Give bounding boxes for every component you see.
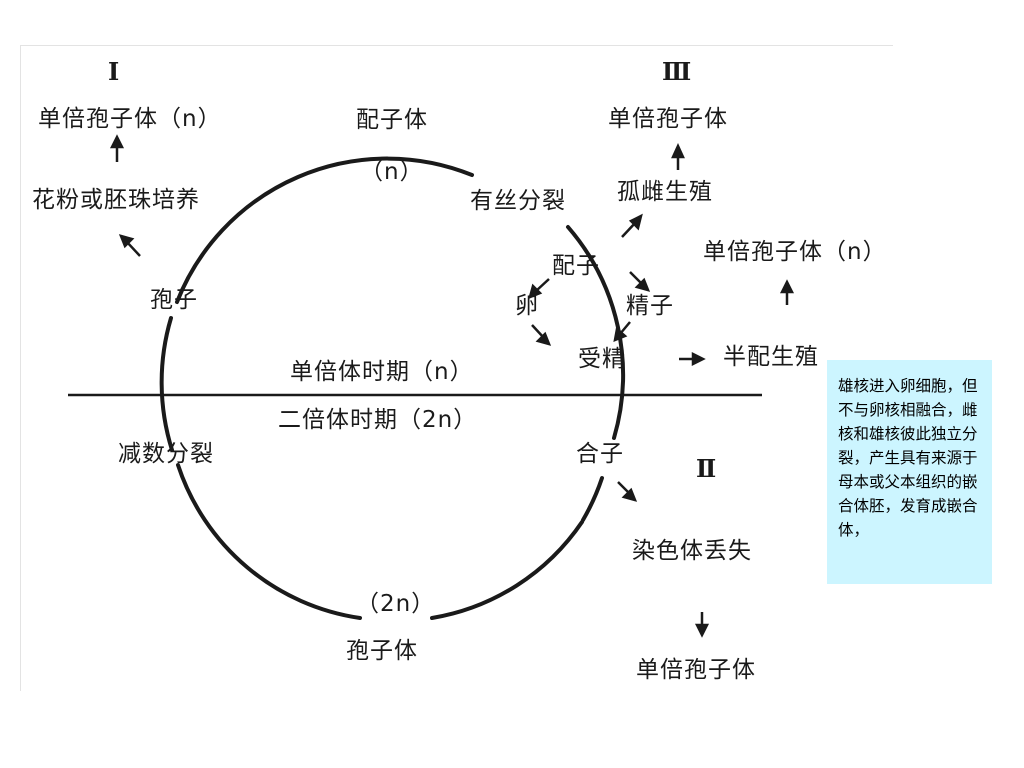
- haploid-sporophyte-top-right: 单倍孢子体: [608, 106, 728, 132]
- semigamy-explanation-note: 雄核进入卵细胞，但不与卵核相融合，雌核和雄核彼此独立分裂，产生具有来源于母本或父…: [827, 360, 992, 584]
- egg-label: 卵: [515, 293, 539, 319]
- cycle-arc-top: [175, 156, 474, 304]
- diploid-period-label: 二倍体时期（2n）: [278, 407, 478, 433]
- pollen-or-ovule-culture: 花粉或胚珠培养: [32, 187, 200, 213]
- haploid-period-label: 单倍体时期（n）: [290, 359, 474, 385]
- zygote-label: 合子: [576, 441, 624, 467]
- arrow-up-icon: [109, 134, 125, 162]
- semigamy-label: 半配生殖: [723, 344, 819, 370]
- arrow-down-left-icon: [613, 321, 631, 342]
- sperm-label: 精子: [626, 293, 674, 319]
- parthenogenesis-label: 孤雌生殖: [617, 179, 713, 205]
- arrow-down-right-icon: [531, 324, 552, 346]
- cycle-arc-bottom-right: [430, 520, 584, 620]
- cycle-arc-right: [566, 225, 626, 440]
- fertilization-label: 受精: [578, 346, 626, 372]
- spore-label: 孢子: [150, 287, 198, 313]
- arrow-up-icon: [779, 279, 795, 305]
- cycle-arc-right-lower: [581, 476, 604, 522]
- arrow-up-right-icon: [621, 213, 643, 238]
- arrow-right-icon: [679, 351, 706, 367]
- gametophyte-label: 配子体: [356, 107, 428, 133]
- arrow-down-icon: [694, 612, 710, 638]
- gamete-label: 配子: [552, 253, 600, 279]
- arrow-down-right-icon: [629, 271, 651, 292]
- cycle-arc-bottom: [176, 463, 362, 620]
- arrow-down-right-icon: [617, 481, 638, 502]
- sporophyte-label: 孢子体: [346, 638, 418, 664]
- roman-numeral-2: Ⅱ: [696, 454, 717, 483]
- diagram-panel: [20, 45, 893, 691]
- roman-numeral-1: Ⅰ: [108, 57, 120, 86]
- meiosis-label: 减数分裂: [118, 441, 214, 467]
- chromosome-loss-label: 染色体丢失: [632, 538, 752, 564]
- mitosis-label: 有丝分裂: [470, 188, 566, 214]
- haploid-sporophyte-bottom: 单倍孢子体: [636, 657, 756, 683]
- arrow-up-icon: [671, 142, 685, 170]
- sporophyte-ploidy: （2n）: [356, 591, 436, 617]
- roman-numeral-3: Ⅲ: [662, 57, 692, 86]
- haploid-sporophyte-n-right: 单倍孢子体（n）: [703, 239, 887, 265]
- arrow-down-left-icon: [528, 278, 550, 300]
- gametophyte-ploidy: （n）: [360, 159, 424, 185]
- haploid-sporophyte-n-left: 单倍孢子体（n）: [38, 106, 222, 132]
- cycle-arc-left: [159, 316, 174, 452]
- arrow-up-left-icon: [118, 234, 141, 257]
